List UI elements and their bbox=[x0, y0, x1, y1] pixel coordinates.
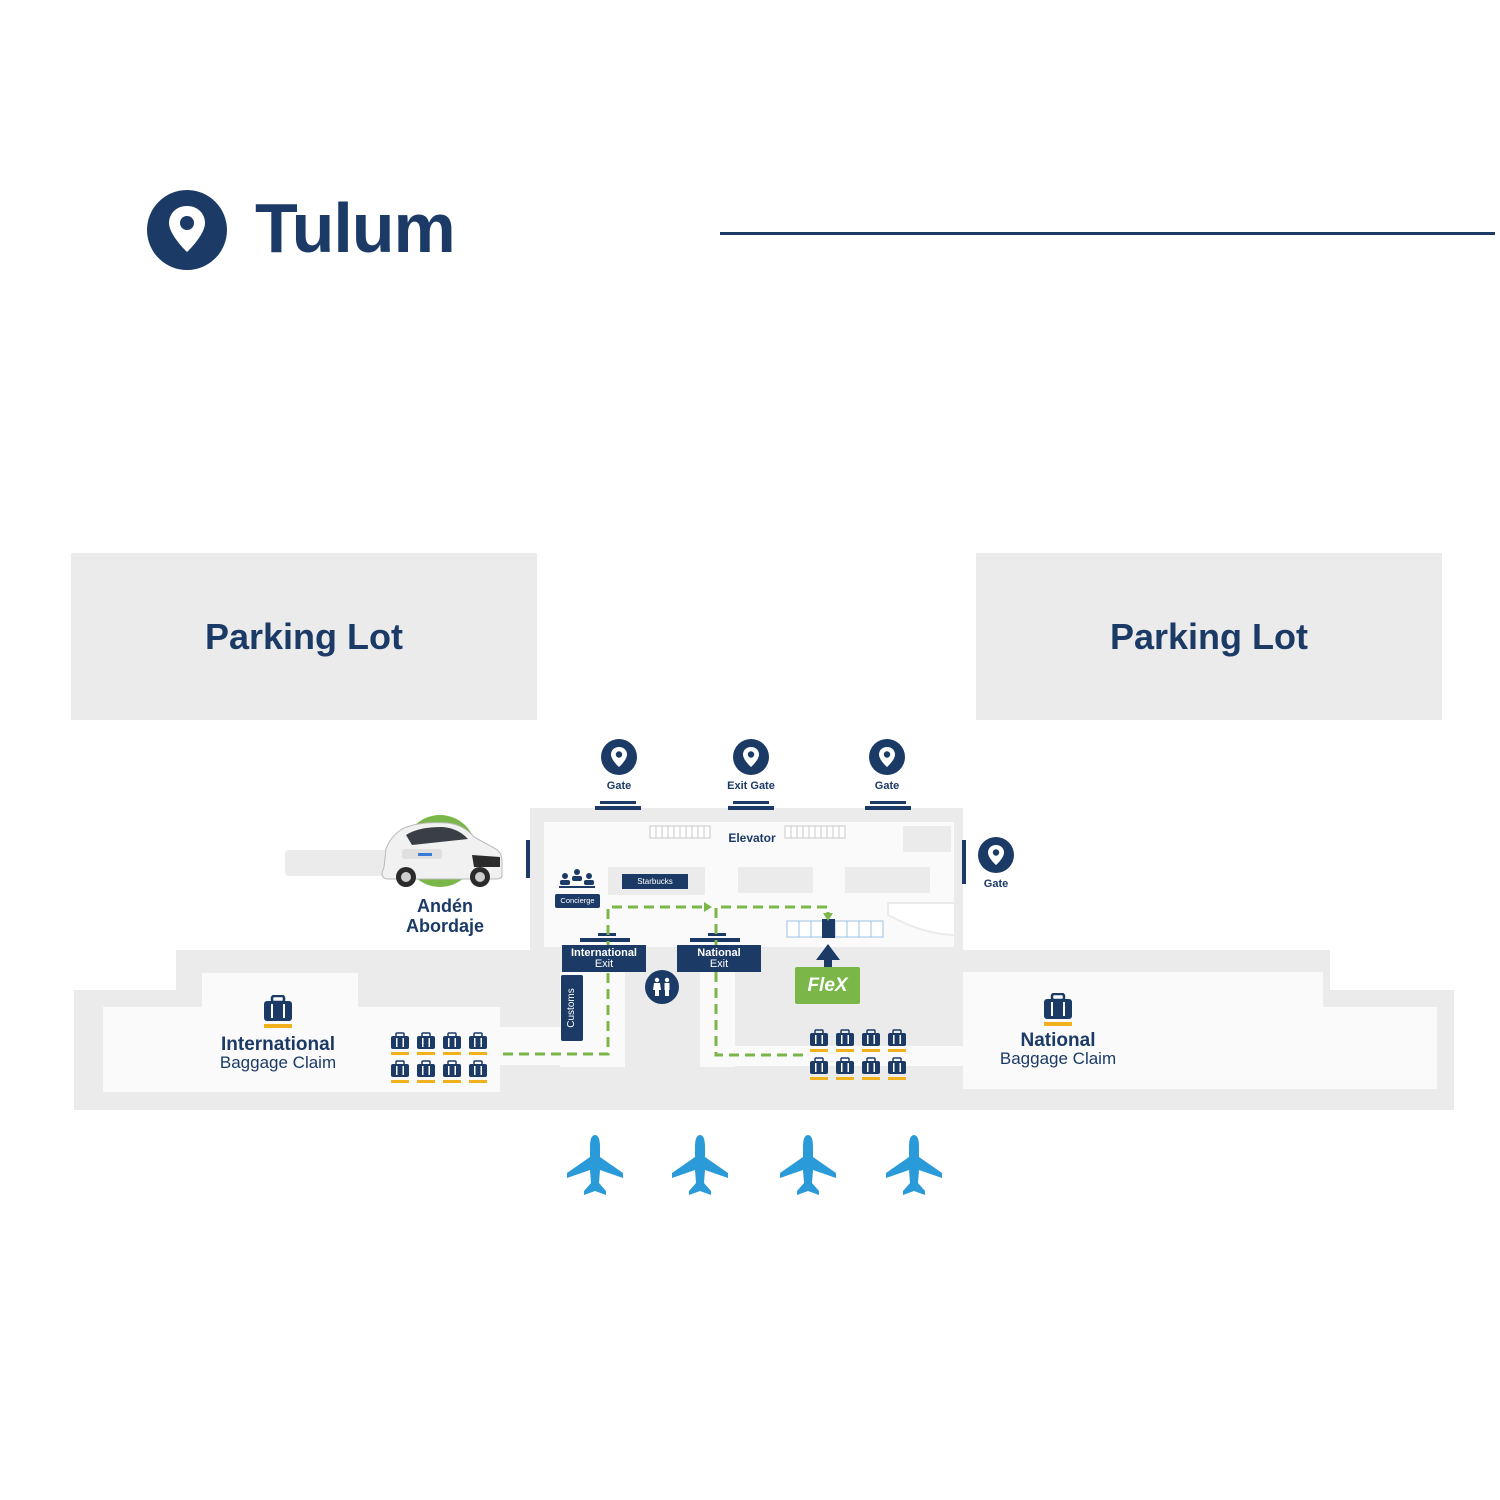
baggage-carousel-icon bbox=[888, 1029, 906, 1052]
parking-lot-right: Parking Lot bbox=[976, 553, 1442, 720]
baggage-carousel-icon bbox=[888, 1057, 906, 1080]
baggage-carousel-icon bbox=[417, 1060, 435, 1083]
page-title: Tulum bbox=[255, 189, 456, 267]
starbucks-label: Starbucks bbox=[622, 874, 688, 889]
baggage-carousel-icon bbox=[810, 1029, 828, 1052]
national-baggage-title: National bbox=[1020, 1030, 1096, 1051]
baggage-carousel-icon bbox=[862, 1029, 880, 1052]
international-baggage-subtitle: Baggage Claim bbox=[219, 1053, 337, 1072]
elevator-label: Elevator bbox=[728, 831, 776, 845]
side-gate-label: Gate bbox=[983, 878, 1009, 890]
baggage-carousel-icon bbox=[810, 1057, 828, 1080]
national-baggage-icon bbox=[1044, 993, 1072, 1026]
customs-label: Customs bbox=[566, 988, 577, 1028]
exit-gate-pin-icon bbox=[733, 739, 769, 775]
baggage-carousel-icon bbox=[443, 1032, 461, 1055]
national-exit-line1: National bbox=[697, 947, 741, 959]
side-gate-pin-icon bbox=[978, 837, 1014, 873]
airplane-icon bbox=[672, 1135, 728, 1195]
car-icon bbox=[381, 815, 503, 887]
international-baggage-title: International bbox=[220, 1034, 335, 1055]
baggage-carousel-icon bbox=[417, 1032, 435, 1055]
national-baggage-subtitle: Baggage Claim bbox=[999, 1049, 1117, 1068]
header-divider bbox=[720, 232, 1495, 235]
gate-pin-icon bbox=[869, 739, 905, 775]
baggage-carousel-icon bbox=[391, 1060, 409, 1083]
parking-lot-left: Parking Lot bbox=[71, 553, 537, 720]
exit-gate-label: Exit Gate bbox=[727, 780, 775, 792]
gate-label: Gate bbox=[874, 780, 900, 792]
baggage-carousel-icon bbox=[443, 1060, 461, 1083]
international-baggage-icon bbox=[264, 995, 292, 1028]
gate-pin-icon bbox=[601, 739, 637, 775]
baggage-carousel-icon bbox=[862, 1057, 880, 1080]
concierge-label: Concierge bbox=[555, 894, 600, 908]
restroom-icon bbox=[645, 970, 679, 1004]
baggage-carousel-icon bbox=[836, 1029, 854, 1052]
flex-badge: FleX bbox=[795, 967, 860, 1004]
customs-sign: Customs bbox=[561, 975, 583, 1041]
international-exit-line2: Exit bbox=[594, 958, 614, 970]
gate-label: Gate bbox=[606, 780, 632, 792]
international-exit-sign: International Exit bbox=[562, 945, 646, 972]
international-exit-line1: International bbox=[570, 947, 637, 959]
national-baggage-claim: National Baggage Claim bbox=[978, 1031, 1138, 1068]
national-exit-line2: Exit bbox=[709, 958, 729, 970]
anden-label: Andén bbox=[417, 896, 473, 916]
airplane-icon bbox=[567, 1135, 623, 1195]
concierge-people-icon bbox=[559, 869, 595, 888]
location-pin-icon bbox=[147, 190, 227, 270]
airplane-icon bbox=[780, 1135, 836, 1195]
baggage-carousel-icon bbox=[469, 1060, 487, 1083]
baggage-carousel-icon bbox=[391, 1032, 409, 1055]
national-exit-sign: National Exit bbox=[677, 945, 761, 972]
airplane-icon bbox=[886, 1135, 942, 1195]
abordaje-label: Abordaje bbox=[405, 916, 484, 936]
international-baggage-claim: International Baggage Claim bbox=[198, 1035, 358, 1072]
baggage-carousel-icon bbox=[836, 1057, 854, 1080]
baggage-carousel-icon bbox=[469, 1032, 487, 1055]
